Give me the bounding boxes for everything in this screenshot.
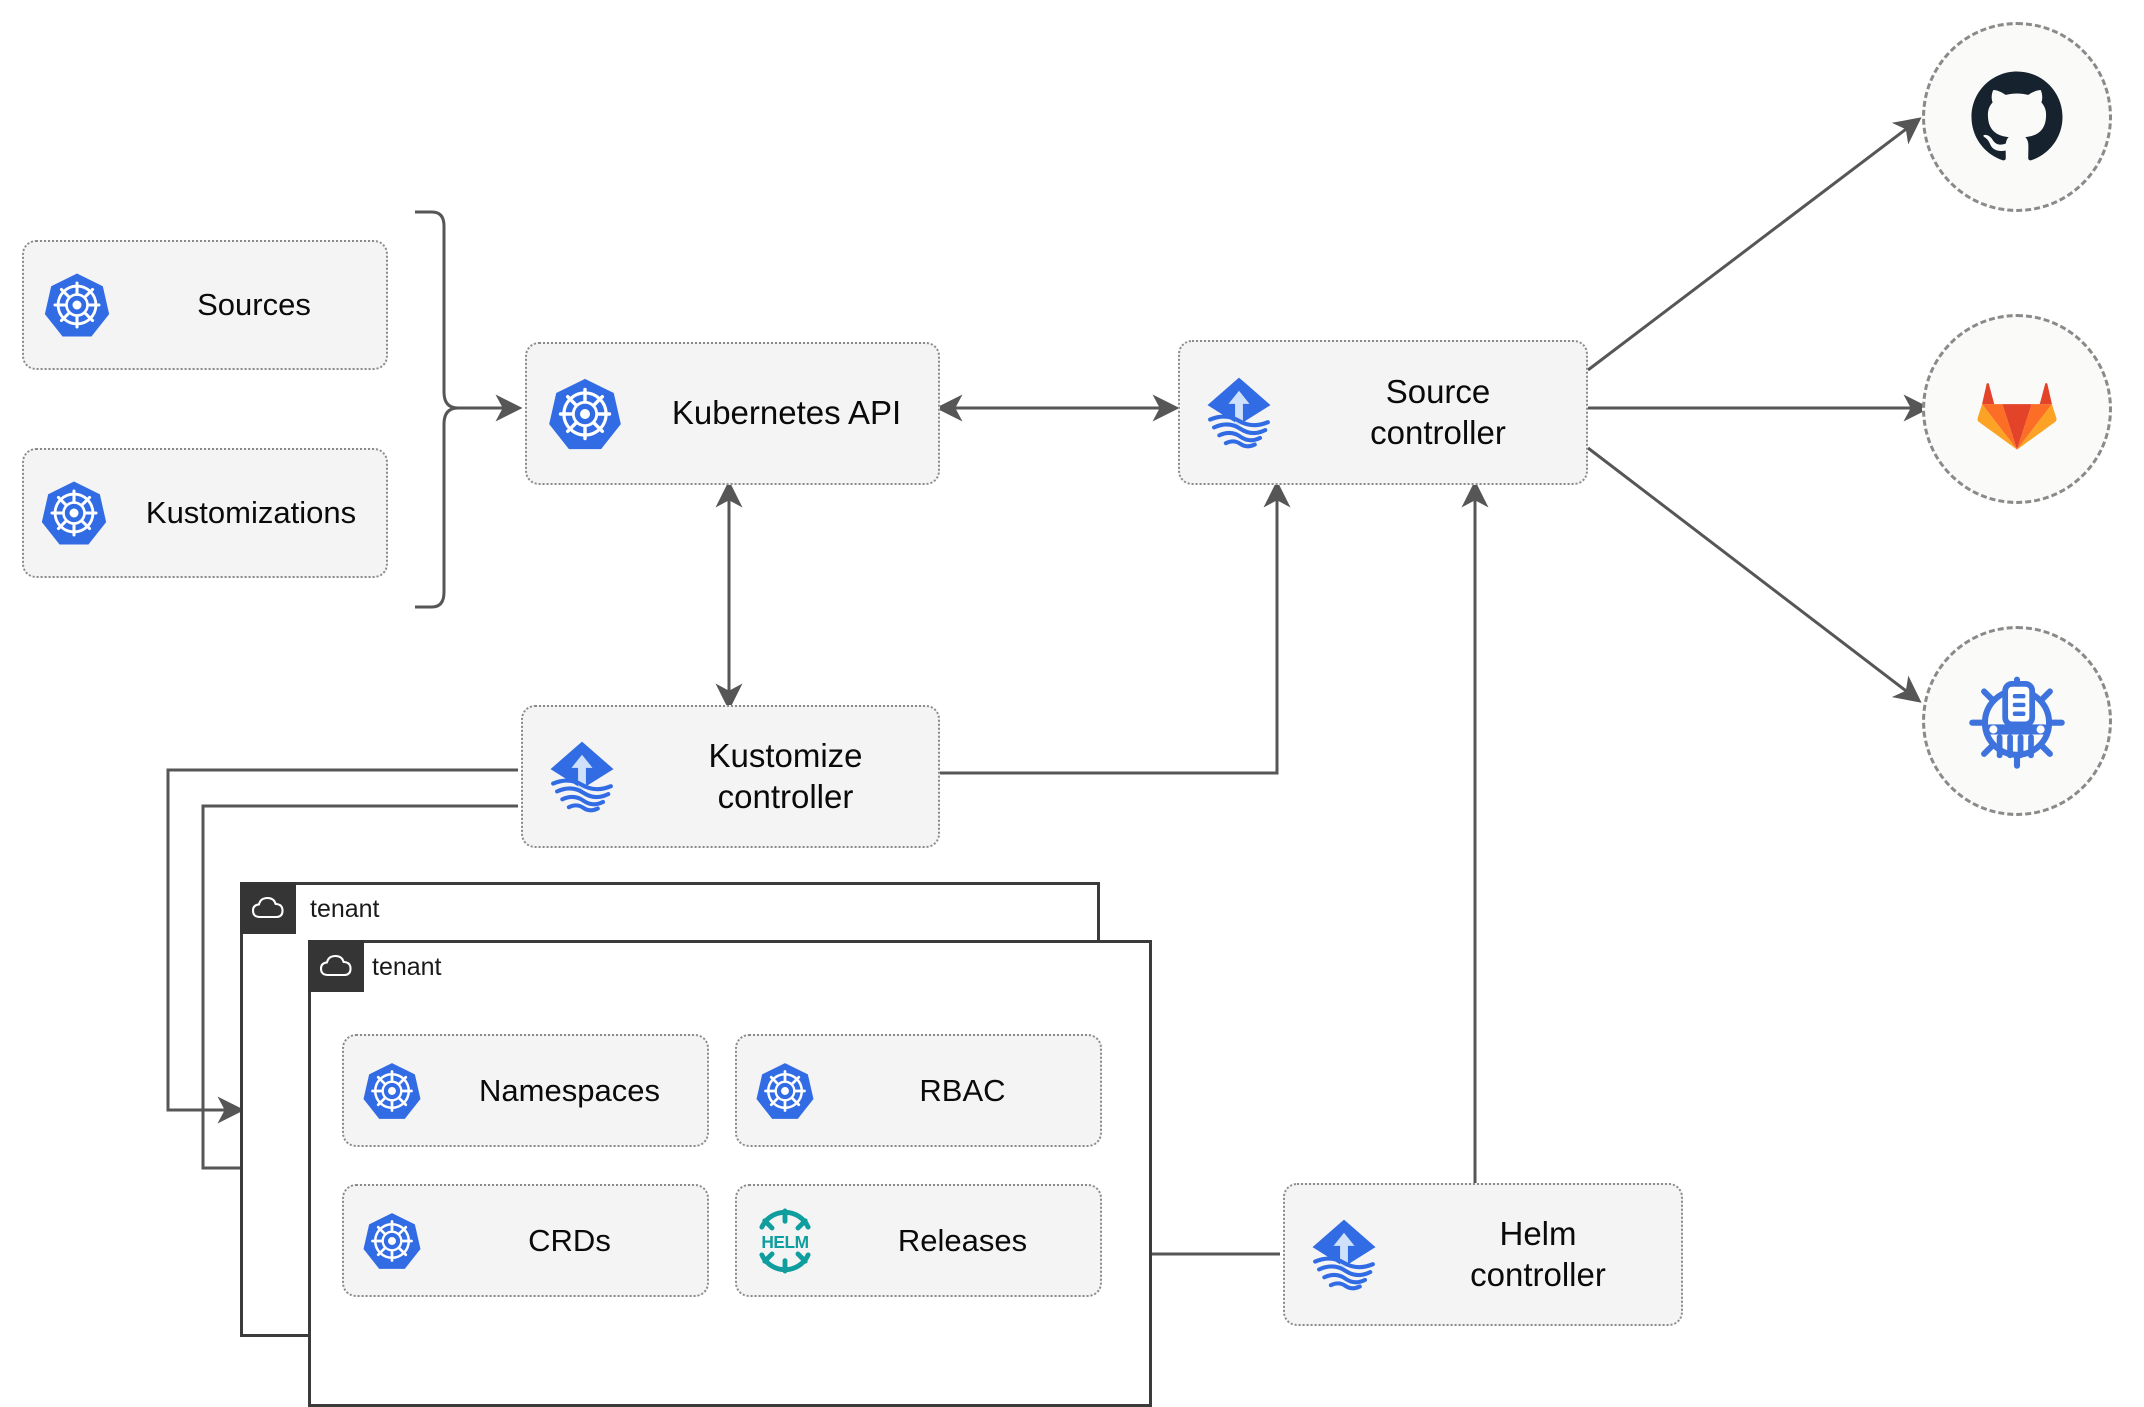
- node-kustomize-controller-label: Kustomize controller: [708, 737, 863, 815]
- flux-icon: [1285, 1213, 1403, 1297]
- node-source-controller[interactable]: Source controller: [1178, 340, 1588, 485]
- node-namespaces[interactable]: Namespaces: [342, 1034, 709, 1147]
- flux-icon: [1180, 371, 1298, 455]
- svg-text:HELM: HELM: [761, 1231, 808, 1251]
- provider-harbor[interactable]: [1922, 626, 2112, 816]
- node-releases-label: Releases: [897, 1222, 1028, 1258]
- node-kubernetes-api-label: Kubernetes API: [671, 394, 902, 432]
- kubernetes-icon: [527, 375, 643, 453]
- provider-github[interactable]: [1922, 22, 2112, 212]
- node-crds[interactable]: CRDs: [342, 1184, 709, 1297]
- kubernetes-icon: [737, 1060, 833, 1122]
- node-kustomize-controller[interactable]: Kustomize controller: [521, 705, 940, 848]
- edge-source-to-github: [1587, 117, 1922, 372]
- gitlab-icon: [1977, 383, 2057, 450]
- node-helm-controller-label: Helm controller: [1470, 1215, 1606, 1293]
- node-source-controller-label: Source controller: [1370, 373, 1506, 451]
- kubernetes-icon: [24, 478, 124, 548]
- edge-sources-bracket: [415, 210, 459, 609]
- cloud-icon: [319, 954, 352, 977]
- node-namespaces-label: Namespaces: [479, 1072, 660, 1108]
- node-sources[interactable]: Sources: [22, 240, 388, 370]
- github-icon: [1971, 71, 2063, 161]
- node-releases[interactable]: HELM Releases: [735, 1184, 1102, 1297]
- tenant-inner-label: tenant: [372, 953, 442, 981]
- node-rbac[interactable]: RBAC: [735, 1034, 1102, 1147]
- node-crds-label: CRDs: [528, 1222, 611, 1258]
- tenant-outer-icon-tab: [240, 882, 296, 934]
- node-kubernetes-api[interactable]: Kubernetes API: [525, 342, 940, 485]
- node-rbac-label: RBAC: [919, 1072, 1006, 1108]
- kubernetes-icon: [344, 1060, 440, 1122]
- flux-icon: [523, 735, 641, 819]
- kubernetes-icon: [24, 270, 130, 340]
- helm-icon: HELM: [737, 1204, 833, 1278]
- tenant-inner-panel: [308, 940, 1152, 1407]
- tenant-inner-icon-tab: [308, 940, 364, 992]
- node-kustomizations-label: Kustomizations: [145, 495, 357, 531]
- kubernetes-icon: [344, 1210, 440, 1272]
- cloud-icon: [251, 896, 284, 919]
- edge-source-to-harbor: [1587, 446, 1922, 703]
- node-kustomizations[interactable]: Kustomizations: [22, 448, 388, 578]
- edge-kustomize-to-source-controller: [940, 480, 1291, 775]
- harbor-icon: [1969, 676, 2065, 769]
- provider-gitlab[interactable]: [1922, 314, 2112, 504]
- node-helm-controller[interactable]: Helm controller: [1283, 1183, 1683, 1326]
- node-sources-label: Sources: [197, 287, 311, 323]
- tenant-outer-label: tenant: [310, 895, 380, 923]
